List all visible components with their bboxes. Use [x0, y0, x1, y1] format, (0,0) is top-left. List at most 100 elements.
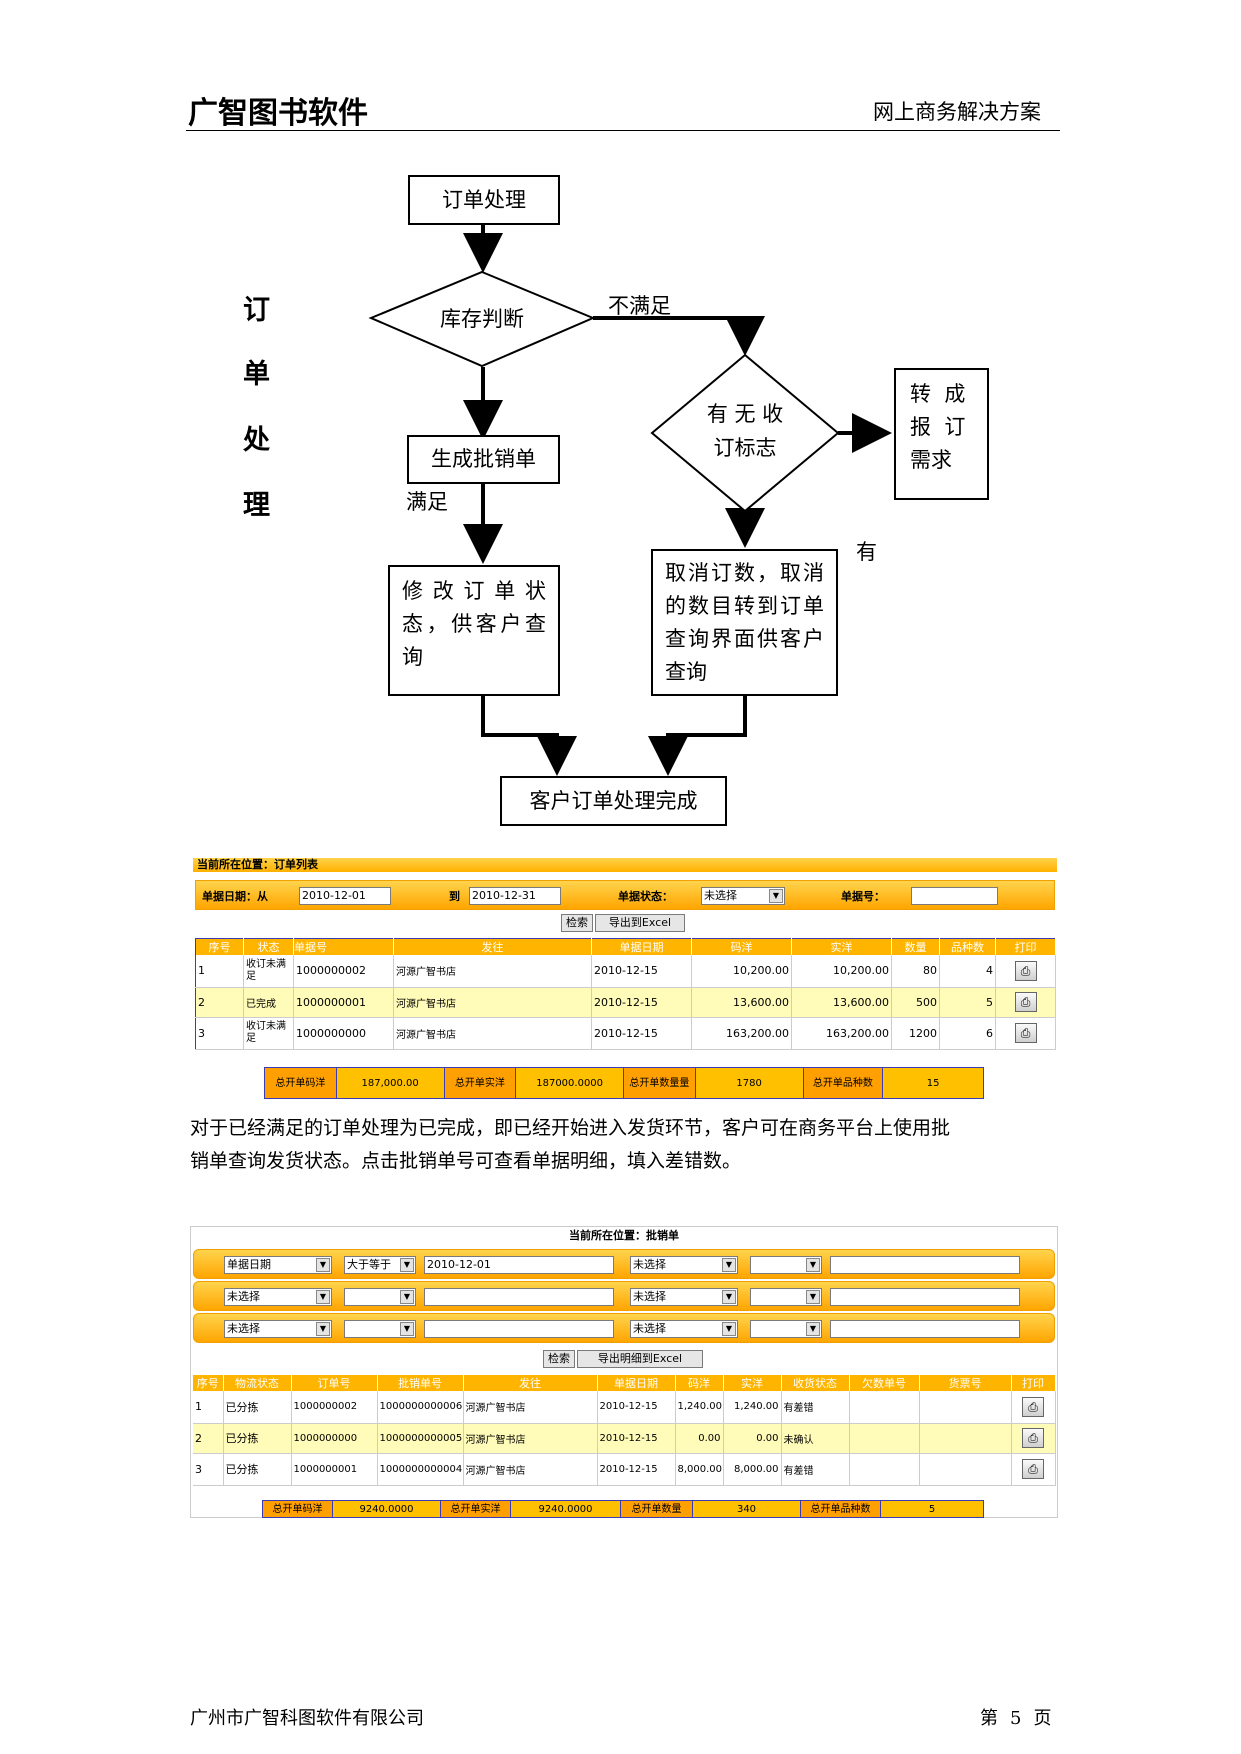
side-title-1: 订: [243, 295, 270, 326]
convert-demand-line2: 报 订: [910, 415, 966, 439]
export-detail-excel-button[interactable]: 导出明细到Excel: [577, 1350, 703, 1368]
col-header: 货票号: [919, 1375, 1012, 1391]
row-doc-link[interactable]: 1000000001: [293, 987, 394, 1018]
chevron-down-icon: ▼: [806, 1322, 820, 1336]
operator-select-2[interactable]: ▼: [750, 1320, 822, 1338]
operator-select[interactable]: ▼: [344, 1320, 416, 1338]
field-select[interactable]: 单据日期 ▼: [224, 1256, 332, 1274]
row-receive-status: 有差错: [781, 1391, 850, 1424]
row-dest: 河源广智书店: [393, 955, 592, 988]
operator-select-2[interactable]: ▼: [750, 1288, 822, 1306]
printer-icon[interactable]: ⎙: [1022, 1428, 1044, 1448]
order-flowchart: 订 单 处 理 订单处理 库存判断 不满足 生成批销单 满足 有 无 收 订标志…: [0, 0, 1241, 840]
col-header: 单据号: [293, 938, 394, 955]
row-dest: 河源广智书店: [463, 1391, 598, 1424]
row-order-no: 1000000002: [291, 1391, 378, 1424]
field-select[interactable]: 未选择▼: [224, 1320, 332, 1338]
row-shortage-no: [849, 1391, 920, 1424]
row-doc-link[interactable]: 1000000002: [293, 955, 394, 988]
cancel-line1: 取消订数，取消: [665, 561, 824, 585]
summary-value: 187000.0000: [516, 1068, 624, 1098]
invoice-filter-row-1: 单据日期 ▼ 大于等于▼ 2010-12-01 未选择▼ ▼: [193, 1249, 1055, 1279]
chevron-down-icon: ▼: [316, 1258, 330, 1272]
table-row[interactable]: 1 收订未满足 1000000002 河源广智书店 2010-12-15 10,…: [195, 955, 1056, 988]
value-input-2[interactable]: [830, 1320, 1020, 1338]
row-shortage-no: [849, 1423, 920, 1454]
doc-no-input[interactable]: [911, 887, 998, 905]
value-input-2[interactable]: [830, 1256, 1020, 1274]
operator-select[interactable]: 大于等于▼: [344, 1256, 416, 1274]
date-to-label: 到: [449, 890, 460, 903]
printer-icon[interactable]: ⎙: [1014, 1023, 1037, 1043]
col-header: 品种数: [939, 938, 996, 955]
table-row[interactable]: 2 已分拣 1000000000 1000000000005 河源广智书店 20…: [193, 1423, 1056, 1454]
row-no: 1: [193, 1391, 224, 1424]
status-select[interactable]: 未选择 ▼: [701, 887, 785, 905]
chevron-down-icon: ▼: [722, 1322, 736, 1336]
field-select[interactable]: 未选择▼: [224, 1288, 332, 1306]
operator-select-2[interactable]: ▼: [750, 1256, 822, 1274]
row-ticket-no: [919, 1453, 1012, 1486]
table-row[interactable]: 3 收订未满足 1000000000 河源广智书店 2010-12-15 163…: [195, 1017, 1056, 1050]
printer-icon[interactable]: ⎙: [1014, 960, 1037, 981]
cancel-line3: 查询界面供客户: [665, 627, 824, 651]
row-list-price: 0.00: [675, 1423, 724, 1454]
field-select-2[interactable]: 未选择▼: [630, 1256, 738, 1274]
summary-value: 187,000.00: [336, 1068, 445, 1098]
chevron-down-icon: ▼: [400, 1322, 414, 1336]
row-list-price: 10,200.00: [691, 955, 792, 988]
row-logistics-status: 已分拣: [223, 1453, 292, 1486]
printer-icon[interactable]: ⎙: [1022, 1459, 1044, 1479]
field-select-2[interactable]: 未选择▼: [630, 1320, 738, 1338]
header-rule: [186, 130, 1060, 131]
footer-company: 广州市广智科图软件有限公司: [190, 1708, 424, 1729]
table-row[interactable]: 2 已完成 1000000001 河源广智书店 2010-12-15 13,60…: [195, 987, 1056, 1018]
value-input[interactable]: [424, 1320, 614, 1338]
row-status: 收订未满足: [243, 1017, 294, 1050]
row-invoice-link[interactable]: 1000000000004: [377, 1453, 464, 1486]
row-doc-link[interactable]: 1000000000: [293, 1017, 394, 1050]
row-invoice-link[interactable]: 1000000000006: [377, 1391, 464, 1424]
row-ticket-no: [919, 1391, 1012, 1424]
convert-demand-box: 转 成 报 订 需求: [894, 368, 989, 500]
row-kinds: 6: [939, 1017, 996, 1050]
field-select-2[interactable]: 未选择▼: [630, 1288, 738, 1306]
row-dest: 河源广智书店: [393, 1017, 592, 1050]
printer-icon[interactable]: ⎙: [1014, 992, 1037, 1012]
row-date: 2010-12-15: [597, 1423, 676, 1454]
table-row[interactable]: 3 已分拣 1000000001 1000000000004 河源广智书店 20…: [193, 1453, 1056, 1486]
row-ticket-no: [919, 1423, 1012, 1454]
row-real-price: 163,200.00: [791, 1017, 892, 1050]
printer-icon[interactable]: ⎙: [1022, 1396, 1044, 1417]
search-button[interactable]: 检索: [543, 1350, 575, 1368]
row-invoice-link[interactable]: 1000000000005: [377, 1423, 464, 1454]
operator-select[interactable]: ▼: [344, 1288, 416, 1306]
modify-status-box: 修 改 订 单 状 态，供客户查 询: [388, 565, 560, 696]
col-header: 单据日期: [591, 938, 692, 955]
table-row[interactable]: 1 已分拣 1000000002 1000000000006 河源广智书店 20…: [193, 1391, 1056, 1424]
col-header: 数量: [891, 938, 940, 955]
date-from-input[interactable]: 2010-12-01: [299, 887, 391, 905]
export-excel-button[interactable]: 导出到Excel: [595, 914, 685, 932]
row-real-price: 10,200.00: [791, 955, 892, 988]
cancel-line2: 的数目转到订单: [665, 594, 824, 618]
date-to-input[interactable]: 2010-12-31: [469, 887, 561, 905]
row-dest: 河源广智书店: [393, 987, 592, 1018]
search-button[interactable]: 检索: [561, 914, 593, 932]
col-header: 序号: [195, 938, 244, 955]
value-input-2[interactable]: [830, 1288, 1020, 1306]
value-input[interactable]: 2010-12-01: [424, 1256, 614, 1274]
row-qty: 500: [891, 987, 940, 1018]
col-header: 欠数单号: [849, 1375, 920, 1391]
value-input[interactable]: [424, 1288, 614, 1306]
row-qty: 80: [891, 955, 940, 988]
chevron-down-icon: ▼: [806, 1258, 820, 1272]
order-filter-bar: 单据日期：从 2010-12-01 到 2010-12-31 单据状态： 未选择…: [195, 880, 1055, 910]
order-table-header: 序号 状态 单据号 发往 单据日期 码洋 实洋 数量 品种数 打印: [195, 938, 1056, 955]
has-label: 有: [856, 540, 877, 564]
row-no: 2: [195, 987, 244, 1018]
row-real-price: 8,000.00: [723, 1453, 782, 1486]
field-select-value: 单据日期: [227, 1258, 271, 1271]
col-header: 实洋: [791, 938, 892, 955]
